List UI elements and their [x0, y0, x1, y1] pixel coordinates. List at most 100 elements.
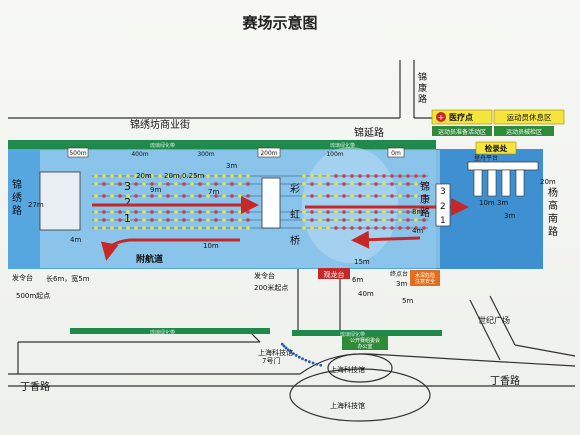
- buoy: [238, 174, 242, 178]
- buoy: [350, 194, 354, 198]
- buoy: [166, 226, 170, 230]
- buoy: [358, 210, 362, 214]
- buoy: [326, 226, 330, 230]
- medical-cross-glyph: +: [438, 113, 445, 122]
- buoy: [390, 210, 394, 214]
- buoy: [382, 174, 386, 178]
- buoy: [110, 182, 114, 186]
- buoy: [198, 194, 202, 198]
- buoy: [206, 182, 210, 186]
- buoy: [238, 218, 242, 222]
- buoy: [310, 210, 314, 214]
- road-jinkang-top: 路: [418, 93, 427, 105]
- buoy: [94, 182, 98, 186]
- buoy: [390, 226, 394, 230]
- buoy: [238, 194, 242, 198]
- dim-27m: 27m: [28, 201, 44, 209]
- buoy: [390, 182, 394, 186]
- buoy: [310, 218, 314, 222]
- buoy: [382, 182, 386, 186]
- buoy: [206, 226, 210, 230]
- lane-number-right: 3: [440, 187, 446, 197]
- dim-20m-r: 20m: [540, 178, 556, 186]
- buoy: [214, 194, 218, 198]
- buoy: [150, 226, 154, 230]
- buoy: [318, 210, 322, 214]
- buoy: [206, 210, 210, 214]
- medical-label: 医疗点: [449, 112, 473, 122]
- buoy: [190, 174, 194, 178]
- buoy: [398, 218, 402, 222]
- buoy: [142, 174, 146, 178]
- water-warning-sign: [410, 270, 440, 286]
- dim-10m: 10m: [203, 242, 219, 250]
- buoy: [174, 210, 178, 214]
- dim-3m-b: 3m: [396, 280, 407, 288]
- buoy: [94, 218, 98, 222]
- lane-number: 3: [124, 180, 131, 193]
- buoy: [198, 210, 202, 214]
- gate-dot: [301, 357, 304, 361]
- buoy: [374, 194, 378, 198]
- buoy: [174, 226, 178, 230]
- dim-40m: 40m: [358, 290, 374, 298]
- buoy: [326, 182, 330, 186]
- buoy: [366, 194, 370, 198]
- gate-dot: [294, 353, 298, 357]
- medical-sign: [431, 109, 493, 125]
- buoy: [326, 218, 330, 222]
- distance-marker: 300m: [197, 151, 214, 158]
- buoy: [94, 174, 98, 178]
- buoy: [150, 210, 154, 214]
- athlete-rest-label: 运动员休息区: [507, 112, 552, 122]
- buoy: [350, 174, 354, 178]
- buoy: [398, 194, 402, 198]
- buoy: [158, 226, 162, 230]
- buoy: [230, 194, 234, 198]
- buoy: [214, 226, 218, 230]
- buoy: [238, 182, 242, 186]
- dim-3m-r: 3m: [504, 212, 515, 220]
- buoy: [198, 218, 202, 222]
- buoy: [182, 210, 186, 214]
- road-yanggao: 杨: [548, 186, 558, 199]
- gate-dot: [284, 346, 288, 350]
- buoy: [118, 226, 122, 230]
- dim-4m-r: 4m: [412, 227, 423, 235]
- road-jinkang-right: 路: [420, 206, 430, 219]
- buoy: [222, 194, 226, 198]
- lane-number-right: 1: [440, 216, 446, 226]
- buoy: [246, 194, 250, 198]
- buoy: [190, 226, 194, 230]
- road-shiji: 世纪广场: [478, 315, 510, 325]
- referee-label: 终点台: [390, 270, 408, 278]
- buoy: [246, 226, 250, 230]
- buoy: [398, 174, 402, 178]
- buoy: [302, 226, 306, 230]
- route-arrows: [92, 196, 469, 261]
- dim-4m: 4m: [70, 236, 81, 244]
- buoy: [206, 218, 210, 222]
- road-jinkang-right: 康: [420, 193, 430, 206]
- buoy: [326, 194, 330, 198]
- greenbelt-label: 琉璃绿化带: [340, 331, 365, 338]
- dim-6m: 6m: [352, 276, 363, 284]
- greenbelt-label: 琉璃绿化带: [150, 142, 175, 149]
- buoy: [390, 174, 394, 178]
- buoy: [142, 218, 146, 222]
- dimension-labels: 20m 9m 3m 7m 20m,0.25m 27m 4m 10m 6m 15m…: [28, 162, 556, 305]
- buoy: [166, 182, 170, 186]
- distance-markers: 500m 400m 300m 200m 100m 0m: [67, 147, 405, 158]
- inspection-sign: [475, 141, 517, 155]
- buoy: [214, 218, 218, 222]
- road-yanggao: 路: [548, 225, 558, 238]
- buoy: [222, 218, 226, 222]
- buoy: [382, 194, 386, 198]
- dim-20-025: 20m,0.25m: [164, 172, 205, 180]
- buoy: [350, 226, 354, 230]
- buoy: [158, 210, 162, 214]
- buoy: [334, 182, 338, 186]
- buoy: [102, 226, 106, 230]
- buoy: [310, 182, 314, 186]
- buoy: [150, 174, 154, 178]
